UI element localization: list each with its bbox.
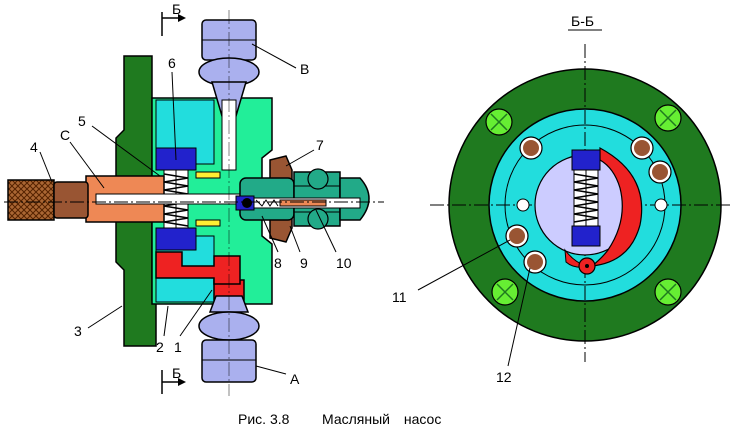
longitudinal-section: Б Б: [4, 1, 384, 396]
label-9: 9: [300, 255, 308, 271]
label-11: 11: [392, 289, 407, 305]
label-4: 4: [30, 139, 38, 155]
label-8: 8: [274, 255, 282, 271]
plunger-bottom-bb: [571, 225, 601, 247]
label-3: 3: [74, 323, 82, 339]
label-12: 12: [496, 369, 512, 385]
leader-lines: [39, 43, 337, 375]
label-2: 2: [156, 339, 164, 355]
label-1: 1: [174, 339, 182, 355]
label-A: А: [290, 371, 300, 387]
piston: [648, 160, 672, 184]
section-mark-top: Б: [161, 1, 186, 36]
label-5: 5: [78, 113, 86, 129]
mounting-bolts: [485, 104, 682, 306]
bolt-top-left: [485, 108, 513, 136]
label-6: 6: [168, 55, 176, 71]
oil-hole-left: [516, 198, 530, 212]
valve-ball: [242, 198, 252, 208]
plunger-bottom: [155, 227, 197, 251]
section-mark-bottom: Б: [161, 365, 186, 394]
label-B: В: [300, 61, 309, 77]
bolt-bottom-right: [654, 278, 682, 306]
valve-piston: [279, 199, 327, 207]
figure-number: Рис. 3.8: [238, 411, 290, 427]
coupling: [7, 179, 55, 221]
suction-passage: [155, 251, 241, 285]
label-10: 10: [336, 255, 352, 271]
piston: [630, 136, 654, 160]
section-mark-top-label: Б: [172, 1, 181, 17]
piston: [519, 136, 543, 160]
label-7: 7: [316, 137, 324, 153]
label-C: С: [60, 127, 70, 143]
coupling-collar: [53, 181, 89, 219]
figure-title: Масляный насос: [322, 411, 441, 427]
radial-pistons: [505, 136, 672, 274]
piston: [523, 250, 547, 274]
bolt-bottom-left: [491, 278, 519, 306]
spring-bb: [573, 169, 599, 227]
section-mark-bottom-label: Б: [172, 365, 181, 381]
eccentric-ring: [590, 146, 643, 267]
section-title: Б-Б: [571, 13, 594, 29]
plunger-top-bb: [571, 149, 601, 171]
seal-top: [195, 171, 221, 179]
bolt-top-right: [654, 104, 682, 132]
cross-section-bb: Б-Б: [392, 13, 730, 385]
oil-hole-right: [654, 198, 668, 212]
piston: [505, 224, 529, 248]
seal-bottom: [195, 219, 221, 227]
